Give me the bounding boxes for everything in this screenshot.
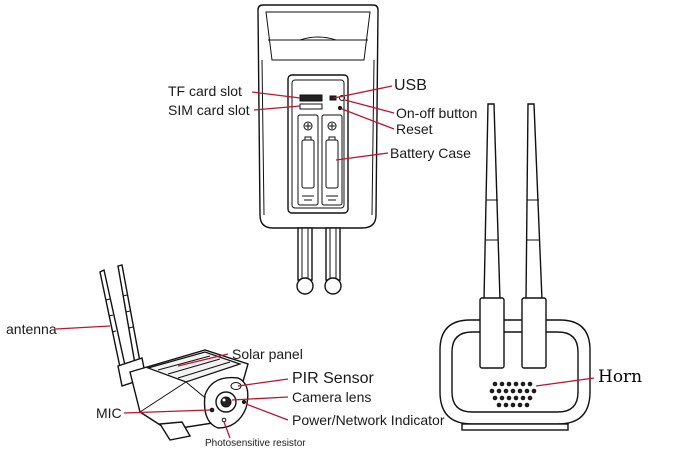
antenna-base-left [296, 277, 314, 295]
label-usb: USB [394, 77, 427, 94]
tf-card-slot [299, 94, 323, 102]
camera-back-view [257, 4, 379, 295]
leader-antenna [55, 325, 111, 330]
reset-hole [337, 105, 343, 111]
leader-reset [341, 108, 395, 130]
label-horn: Horn [598, 367, 643, 387]
leader-on-off [344, 99, 395, 114]
photosensitive-resistor-sensor [221, 417, 227, 423]
label-power-network-indicator: Power/Network Indicator [292, 412, 445, 428]
camera-side-view [99, 264, 249, 441]
power-network-indicator-light [241, 399, 247, 405]
leader-battery-case [335, 152, 389, 161]
label-pir-sensor: PIR Sensor [292, 370, 374, 387]
leader-pir-sensor [237, 378, 289, 387]
antenna-rear-right [525, 103, 543, 301]
leader-photosensitive [223, 421, 231, 439]
mount-leg-left [297, 227, 313, 281]
label-camera-lens: Camera lens [292, 389, 372, 405]
leader-solar-panel [177, 353, 229, 367]
label-reset: Reset [396, 121, 433, 137]
leader-usb [333, 85, 393, 99]
label-battery-case: Battery Case [390, 145, 471, 161]
label-antenna: antenna [6, 321, 57, 337]
leader-power-indicator [245, 403, 289, 421]
label-tf-card-slot: TF card slot [168, 83, 242, 99]
on-off-button [339, 95, 345, 101]
horn-grille [489, 381, 537, 408]
leader-lines-side [55, 325, 289, 439]
mount-leg-right [325, 227, 341, 281]
label-solar-panel: Solar panel [232, 346, 303, 362]
antenna-base-right [324, 277, 342, 295]
label-photosensitive-resistor: Photosensitive resistor [205, 438, 306, 449]
leader-tf-card [251, 91, 301, 99]
leader-camera-lens [231, 396, 289, 401]
label-on-off-button: On-off button [396, 105, 478, 121]
leader-lines-top [251, 85, 395, 161]
mic-hole [209, 407, 215, 413]
label-mic: MIC [96, 405, 122, 421]
camera-rear-view [439, 103, 591, 431]
antenna-rear-left [483, 103, 501, 301]
leader-sim-card [253, 105, 301, 111]
label-sim-card-slot: SIM card slot [168, 102, 250, 118]
leader-mic [123, 409, 211, 414]
leader-horn [535, 377, 595, 387]
